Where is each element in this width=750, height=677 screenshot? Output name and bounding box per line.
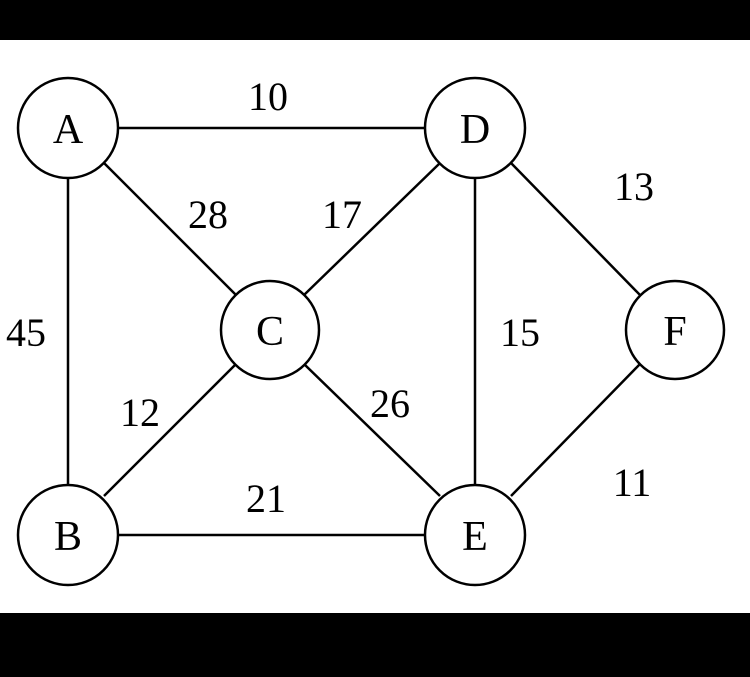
edge-c-b <box>103 363 237 497</box>
weight-d-e: 15 <box>500 310 540 355</box>
weight-f-e: 11 <box>613 460 652 505</box>
weight-c-e: 26 <box>370 381 410 426</box>
node-d: D <box>423 76 527 180</box>
edge-a-c <box>103 162 237 296</box>
weight-a-b: 45 <box>6 310 46 355</box>
weight-d-f: 13 <box>614 164 654 209</box>
node-d-label: D <box>460 107 490 153</box>
node-b-label: B <box>54 514 82 560</box>
weight-d-c: 17 <box>322 192 362 237</box>
edge-c-e <box>303 363 441 497</box>
weight-c-b: 12 <box>120 390 160 435</box>
node-e-label: E <box>462 514 488 560</box>
edge-d-c <box>303 162 441 296</box>
node-b: B <box>16 483 120 587</box>
node-a: A <box>16 76 120 180</box>
node-f-label: F <box>663 309 686 355</box>
node-b-circle <box>16 483 120 587</box>
node-f: F <box>624 279 726 381</box>
node-a-label: A <box>53 107 84 153</box>
weight-b-e: 21 <box>246 476 286 521</box>
node-e-circle <box>423 483 527 587</box>
edge-f-e <box>510 363 641 497</box>
node-f-circle <box>624 279 726 381</box>
weight-a-d: 10 <box>248 74 288 119</box>
node-c-circle <box>219 279 321 381</box>
weight-a-c: 28 <box>188 192 228 237</box>
node-d-circle <box>423 76 527 180</box>
node-c: C <box>219 279 321 381</box>
node-e: E <box>423 483 527 587</box>
node-c-label: C <box>256 309 284 355</box>
node-a-circle <box>16 76 120 180</box>
edge-d-f <box>510 162 641 296</box>
